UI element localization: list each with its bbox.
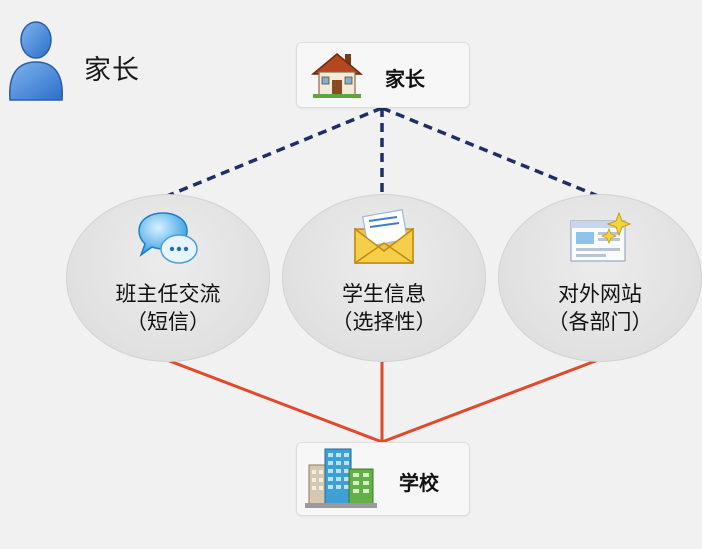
channel-sms-line1: 班主任交流 [115, 282, 221, 306]
school-box: 学校 [296, 442, 470, 516]
channel-website: 对外网站 （各部门） [498, 194, 702, 362]
solid-line-left [166, 358, 383, 444]
parent-box-label: 家长 [385, 67, 425, 91]
person-icon [9, 21, 63, 101]
chat-bubbles-icon [138, 212, 198, 264]
channel-sms-line2: （短信） [126, 310, 210, 334]
house-icon [311, 53, 363, 98]
channel-student-info-line2: （选择性） [331, 310, 437, 334]
channel-website-line1: 对外网站 [558, 282, 642, 306]
building-icon [305, 448, 377, 508]
channel-student-info-line1: 学生信息 [342, 282, 426, 306]
channel-website-line2: （各部门） [547, 310, 653, 334]
parent-box: 家长 [296, 42, 470, 108]
envelope-icon [354, 209, 414, 264]
channel-sms: 班主任交流 （短信） [66, 194, 270, 362]
solid-connectors [166, 358, 599, 444]
channel-student-info: 学生信息 （选择性） [282, 194, 486, 362]
dashed-line-right [381, 106, 599, 198]
website-icon [570, 211, 632, 262]
solid-line-right [381, 358, 599, 444]
dashed-connectors [166, 106, 599, 198]
header-label: 家长 [84, 55, 140, 86]
dashed-line-left [166, 106, 383, 198]
school-box-label: 学校 [399, 471, 439, 495]
